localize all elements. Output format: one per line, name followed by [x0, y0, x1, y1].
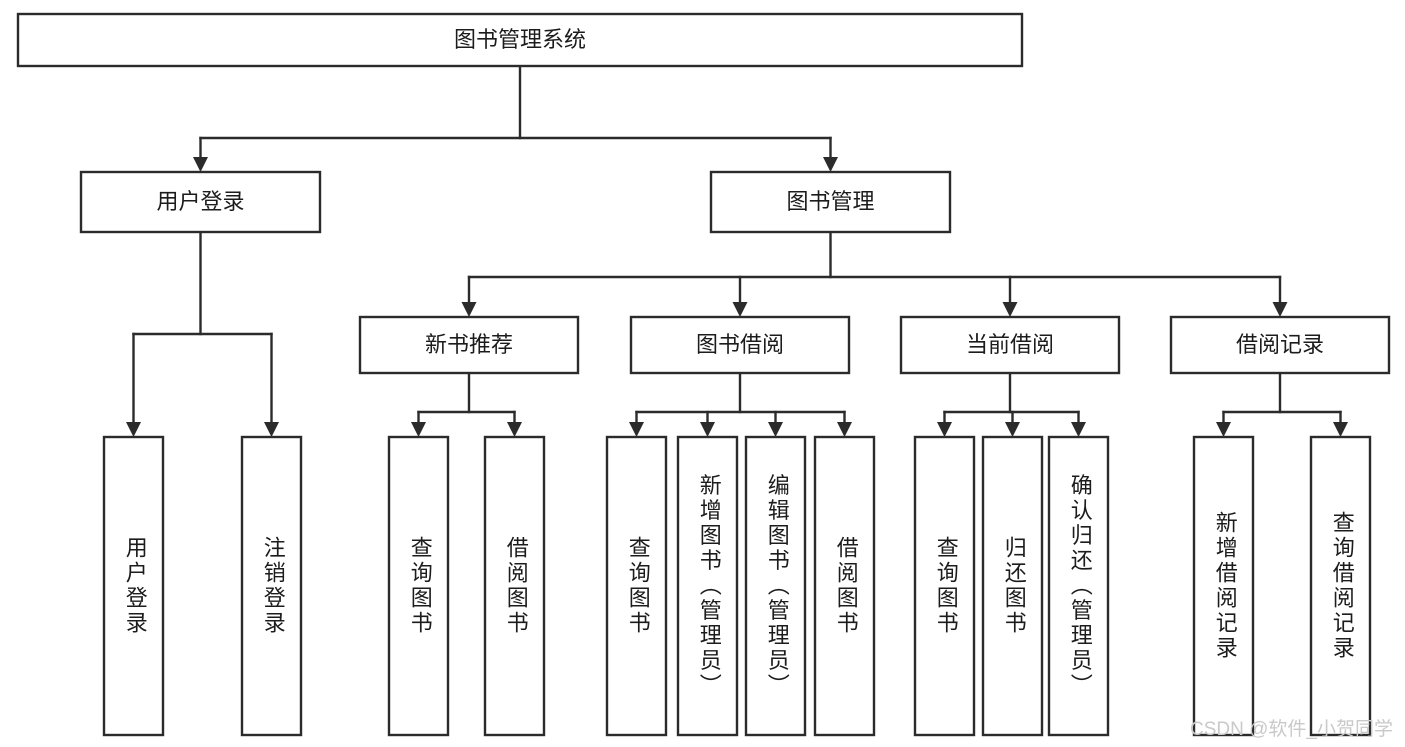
node-label-注销登录-1: 注销登录	[261, 536, 286, 636]
node-rect-查询图书-2[interactable]	[387, 435, 450, 737]
arrow-head-icon	[1216, 422, 1231, 437]
node-leaf-8[interactable]: 查询图书	[913, 435, 976, 737]
arrow-head-icon	[193, 157, 208, 172]
node-rect-用户登录-0[interactable]	[79, 170, 322, 234]
node-layer: 图书管理系统用户登录图书管理新书推荐图书借阅当前借阅借阅记录用户登录注销登录查询…	[16, 12, 1391, 737]
node-leaf-2[interactable]: 查询图书	[387, 435, 450, 737]
node-leaf-3[interactable]: 借阅图书	[483, 435, 546, 737]
node-rect-归还图书-9[interactable]	[981, 435, 1044, 737]
node-label-借阅图书-3: 借阅图书	[504, 536, 529, 636]
arrow-head-icon	[732, 302, 748, 317]
arrow-head-icon	[823, 157, 838, 172]
node-leaf-10[interactable]: 确认归还（管理员）	[1047, 435, 1110, 737]
node-leaf-1[interactable]: 注销登录	[240, 435, 303, 737]
node-label-当前借阅-2: 当前借阅	[966, 332, 1054, 357]
node-leaf-5[interactable]: 新增图书（管理员）	[676, 435, 739, 737]
node-label-图书借阅-1: 图书借阅	[696, 332, 784, 357]
arrow-head-icon	[507, 422, 522, 437]
node-level2-3[interactable]: 借阅记录	[1169, 315, 1391, 375]
node-rect-用户登录-0[interactable]	[102, 435, 165, 737]
arrow-head-icon	[629, 422, 644, 437]
node-rect-图书管理系统-0[interactable]	[16, 12, 1024, 68]
arrow-head-icon	[1002, 302, 1018, 317]
node-label-归还图书-9: 归还图书	[1002, 536, 1027, 636]
arrow-head-icon	[461, 302, 477, 317]
connector-layer	[126, 64, 1348, 437]
node-level2-1[interactable]: 图书借阅	[629, 315, 851, 375]
node-rect-图书管理-1[interactable]	[709, 170, 952, 234]
node-rect-注销登录-1[interactable]	[240, 435, 303, 737]
node-leaf-0[interactable]: 用户登录	[102, 435, 165, 737]
arrow-head-icon	[837, 422, 852, 437]
node-label-用户登录-0: 用户登录	[123, 536, 148, 636]
node-label-用户登录-0: 用户登录	[156, 189, 244, 214]
arrow-head-icon	[700, 422, 715, 437]
node-label-编辑图书-管理员-6: 编辑图书（管理员）	[765, 474, 790, 699]
node-label-图书管理系统-0: 图书管理系统	[454, 27, 586, 52]
node-label-查询图书-4: 查询图书	[626, 536, 651, 636]
node-level1-1[interactable]: 图书管理	[709, 170, 952, 234]
node-rect-借阅记录-3[interactable]	[1169, 315, 1391, 375]
node-label-新增借阅记录-11: 新增借阅记录	[1213, 511, 1238, 661]
arrow-head-icon	[768, 422, 783, 437]
arrow-head-icon	[937, 422, 952, 437]
node-label-图书管理-1: 图书管理	[786, 189, 874, 214]
arrow-head-icon	[1272, 302, 1288, 317]
node-rect-编辑图书-管理员-6[interactable]	[744, 435, 807, 737]
node-root-0[interactable]: 图书管理系统	[16, 12, 1024, 68]
node-rect-查询图书-4[interactable]	[605, 435, 668, 737]
node-leaf-6[interactable]: 编辑图书（管理员）	[744, 435, 807, 737]
node-rect-借阅图书-7[interactable]	[813, 435, 876, 737]
node-leaf-11[interactable]: 新增借阅记录	[1192, 435, 1255, 737]
node-label-新书推荐-0: 新书推荐	[425, 332, 513, 357]
node-leaf-9[interactable]: 归还图书	[981, 435, 1044, 737]
arrow-head-icon	[1071, 422, 1086, 437]
node-label-确认归还-管理员-10: 确认归还（管理员）	[1068, 474, 1093, 699]
node-label-查询图书-8: 查询图书	[934, 536, 959, 636]
node-rect-确认归还-管理员-10[interactable]	[1047, 435, 1110, 737]
node-leaf-7[interactable]: 借阅图书	[813, 435, 876, 737]
node-label-查询图书-2: 查询图书	[408, 536, 433, 636]
node-rect-新增图书-管理员-5[interactable]	[676, 435, 739, 737]
node-rect-图书借阅-1[interactable]	[629, 315, 851, 375]
arrow-head-icon	[1333, 422, 1348, 437]
node-rect-新书推荐-0[interactable]	[358, 315, 580, 375]
node-rect-新增借阅记录-11[interactable]	[1192, 435, 1255, 737]
node-level2-2[interactable]: 当前借阅	[899, 315, 1121, 375]
node-rect-查询图书-8[interactable]	[913, 435, 976, 737]
node-label-借阅记录-3: 借阅记录	[1236, 332, 1324, 357]
arrow-head-icon	[1005, 422, 1020, 437]
node-label-借阅图书-7: 借阅图书	[834, 536, 859, 636]
node-leaf-4[interactable]: 查询图书	[605, 435, 668, 737]
node-rect-当前借阅-2[interactable]	[899, 315, 1121, 375]
node-leaf-12[interactable]: 查询借阅记录	[1309, 435, 1372, 737]
node-level2-0[interactable]: 新书推荐	[358, 315, 580, 375]
node-level1-0[interactable]: 用户登录	[79, 170, 322, 234]
node-rect-借阅图书-3[interactable]	[483, 435, 546, 737]
node-rect-查询借阅记录-12[interactable]	[1309, 435, 1372, 737]
arrow-head-icon	[411, 422, 426, 437]
arrow-head-icon	[126, 422, 141, 437]
arrow-head-icon	[264, 422, 279, 437]
node-label-新增图书-管理员-5: 新增图书（管理员）	[697, 474, 722, 699]
node-label-查询借阅记录-12: 查询借阅记录	[1330, 511, 1355, 661]
